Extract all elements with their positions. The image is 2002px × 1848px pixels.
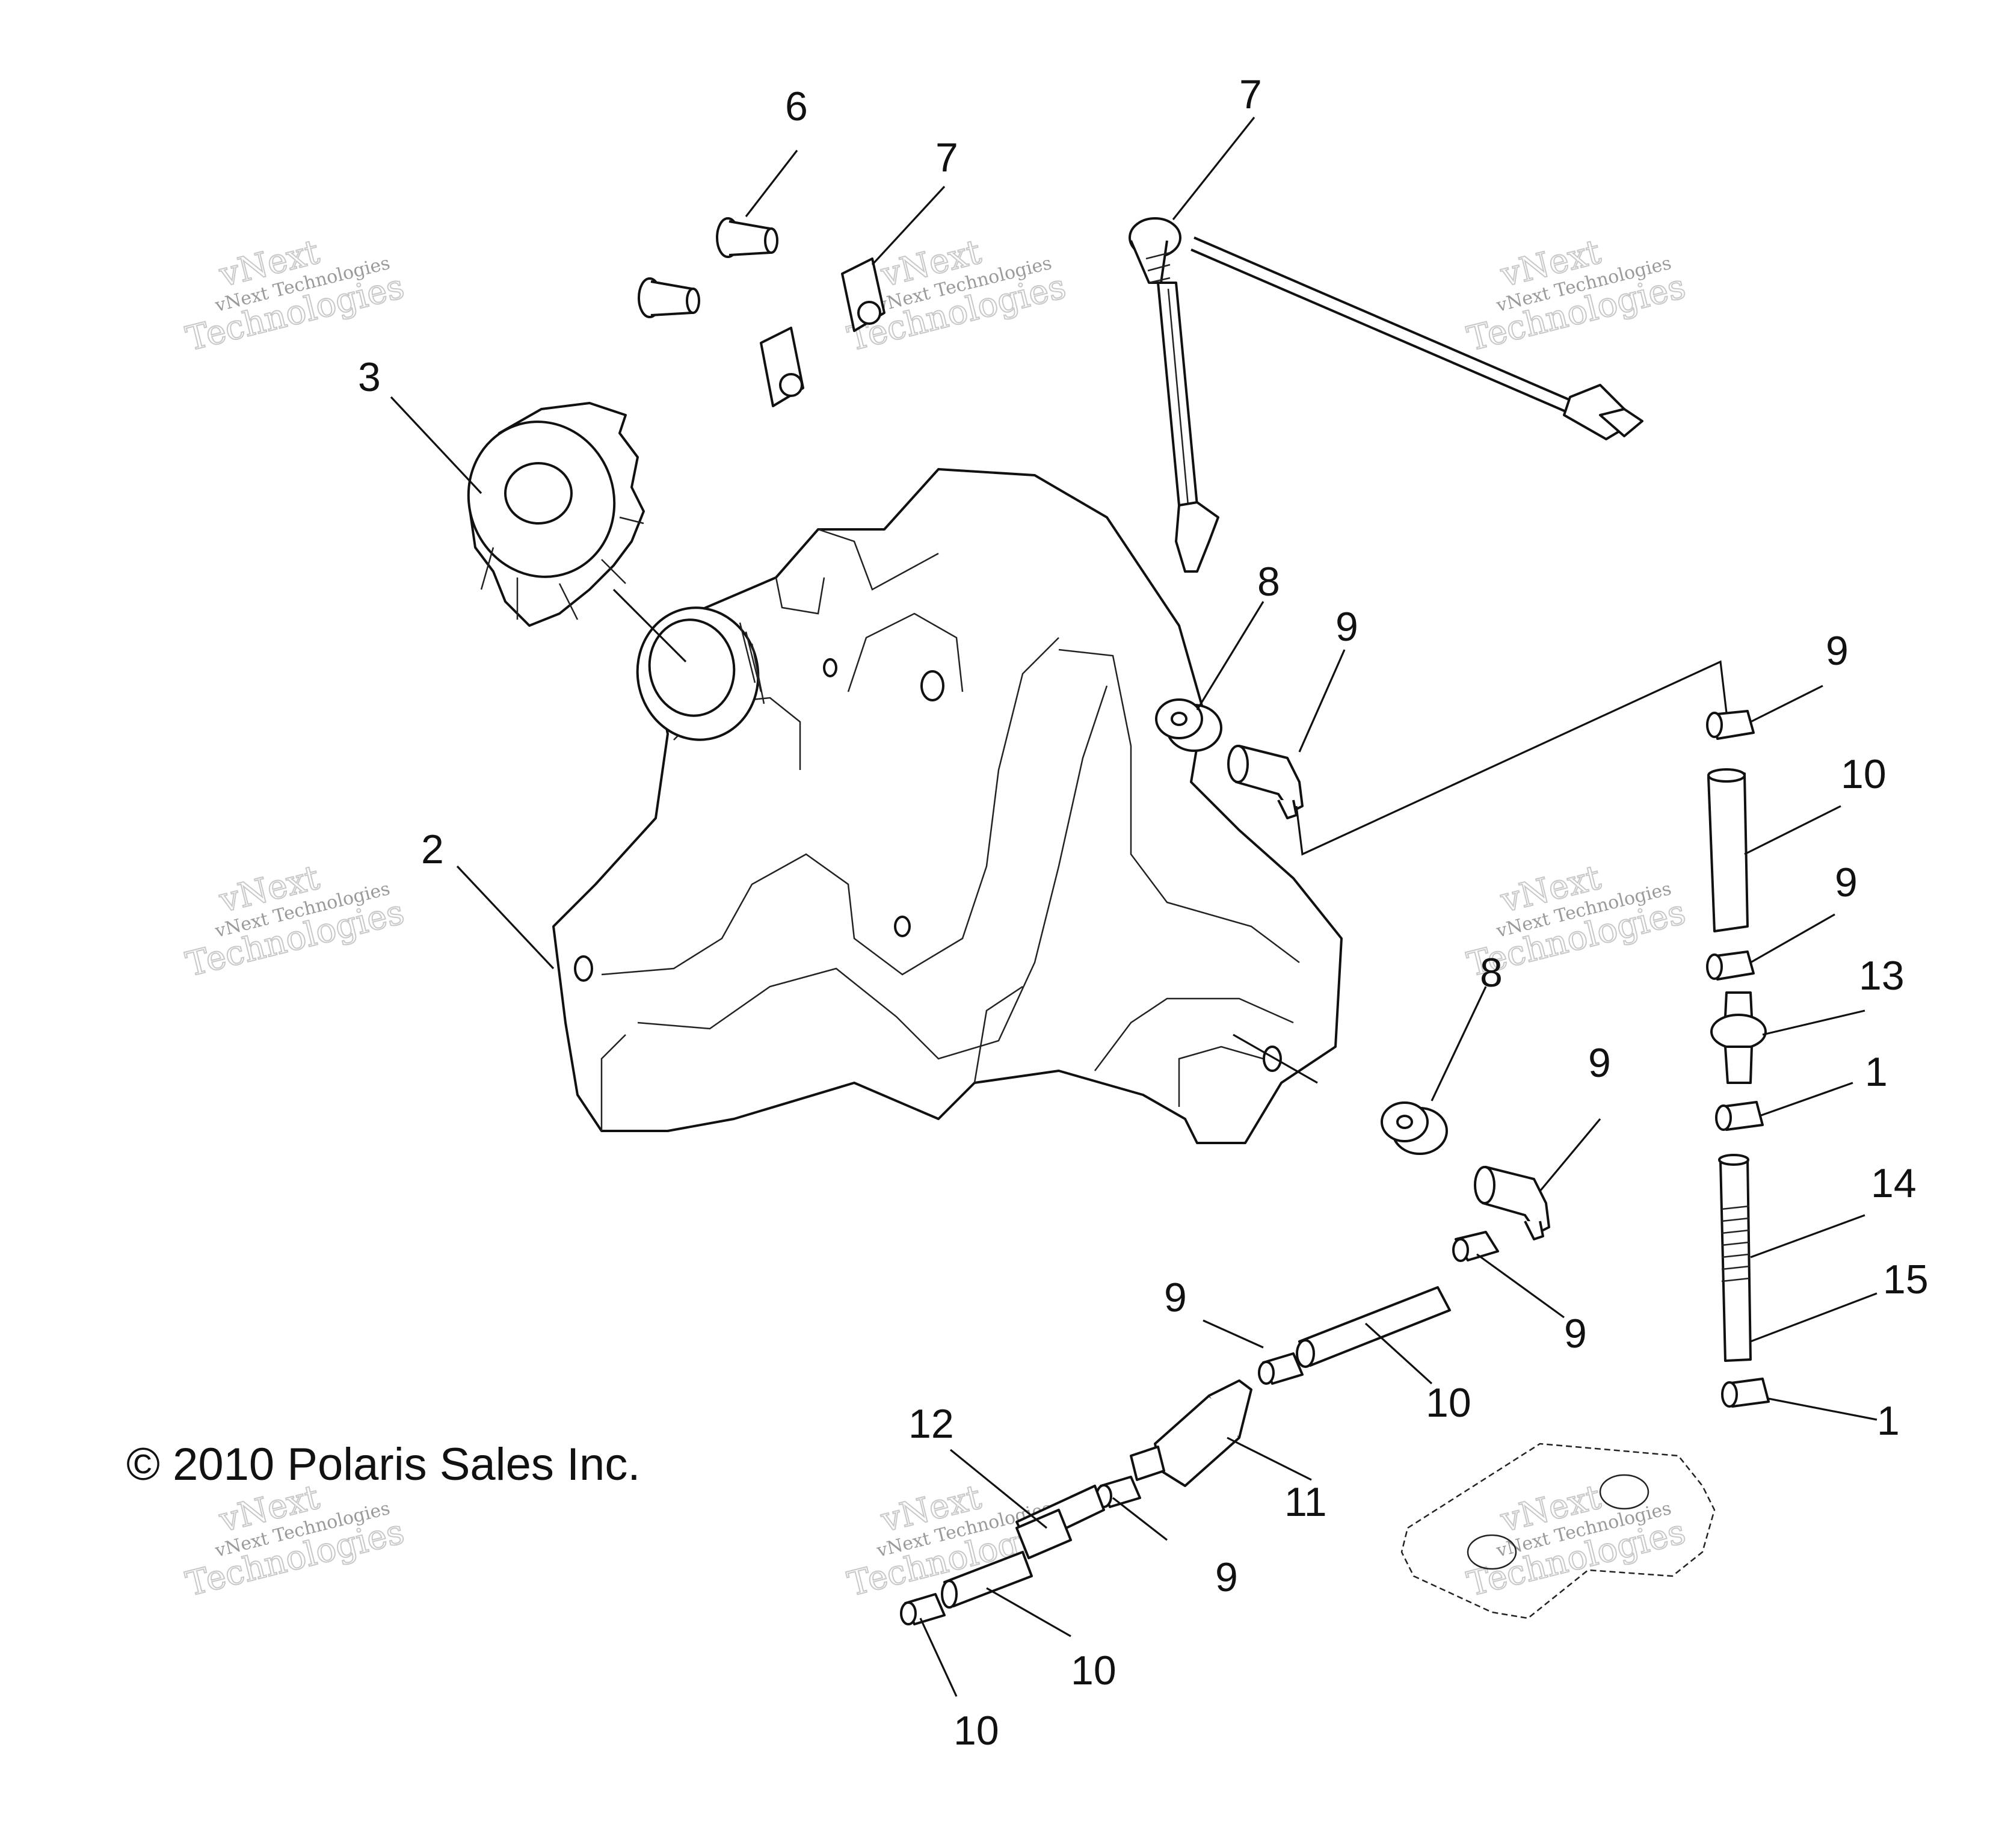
callout-11: 11 — [1284, 1479, 1327, 1525]
hose-clamp — [1706, 710, 1755, 740]
clip-nut — [841, 257, 886, 332]
hose-clamp — [1452, 1231, 1499, 1262]
watermark: vNext vNext Technologies Technologies — [1463, 232, 1690, 359]
elbow-fitting — [1227, 745, 1304, 819]
copyright-notice: © 2010 Polaris Sales Inc. — [126, 1439, 640, 1490]
check-valve — [1710, 991, 1767, 1084]
callout-15: 15 — [1883, 1257, 1929, 1302]
hose-clamp — [1258, 1352, 1304, 1385]
hose-clamp — [1706, 950, 1755, 981]
callout-8: 9 — [1588, 1040, 1611, 1086]
callout-9: 10 — [953, 1708, 999, 1754]
vent-tube — [1718, 1154, 1752, 1362]
hose-clamp — [900, 1593, 946, 1625]
callout-7: 8 — [1480, 950, 1503, 996]
callout-5: 7 — [935, 135, 958, 180]
callout-9: 9 — [1215, 1554, 1238, 1600]
watermark: vNext vNext Technologies Technologies — [182, 857, 408, 985]
fuel-sender — [1129, 217, 1643, 573]
screw — [638, 277, 700, 318]
fuel-cap — [467, 402, 645, 627]
callout-1: 1 — [1877, 1398, 1900, 1444]
callout-2: 2 — [421, 827, 444, 872]
fuel-hose — [1296, 1286, 1451, 1368]
callout-10: 10 — [1426, 1380, 1471, 1426]
callout-1: 1 — [1865, 1049, 1888, 1095]
vent-hose — [1707, 768, 1749, 932]
fuel-tank — [552, 468, 1343, 1144]
callout-13: 13 — [1859, 953, 1905, 999]
fuel-hose-connector — [1015, 1485, 1105, 1559]
callout-7: 8 — [1257, 559, 1280, 605]
callout-9: 9 — [1826, 628, 1849, 674]
callouts: 6 7 7 3 2 8 9 9 10 9 13 1 14 15 1 8 9 9 … — [358, 72, 1929, 1754]
watermark: vNext vNext Technologies Technologies — [1463, 1477, 1690, 1604]
callout-8: 9 — [1335, 604, 1358, 650]
hose-clamp — [1721, 1378, 1770, 1408]
callout-4: 6 — [785, 84, 808, 129]
callout-9: 9 — [1564, 1311, 1587, 1357]
screw — [716, 217, 778, 258]
vent-line — [1295, 660, 1728, 856]
callout-10: 10 — [1841, 751, 1886, 797]
watermark: vNext vNext Technologies Technologies — [182, 232, 408, 359]
elbow-fitting — [1474, 1166, 1550, 1240]
fuel-hose — [941, 1551, 1033, 1609]
callout-14: 14 — [1871, 1160, 1917, 1206]
callout-12: 12 — [908, 1401, 954, 1447]
callout-9: 9 — [1164, 1275, 1187, 1320]
clip-nut — [760, 327, 804, 407]
fuel-filter — [1130, 1379, 1252, 1487]
grommet — [1155, 698, 1222, 752]
callout-6: 7 — [1239, 72, 1262, 117]
hose-clamp — [1715, 1101, 1764, 1131]
leader-lines — [390, 117, 1877, 1697]
callout-9: 9 — [1835, 860, 1858, 905]
callout-3: 3 — [358, 354, 381, 400]
mounting-bracket — [1400, 1443, 1716, 1619]
callout-10: 10 — [1071, 1648, 1116, 1693]
grommet — [1381, 1101, 1448, 1155]
